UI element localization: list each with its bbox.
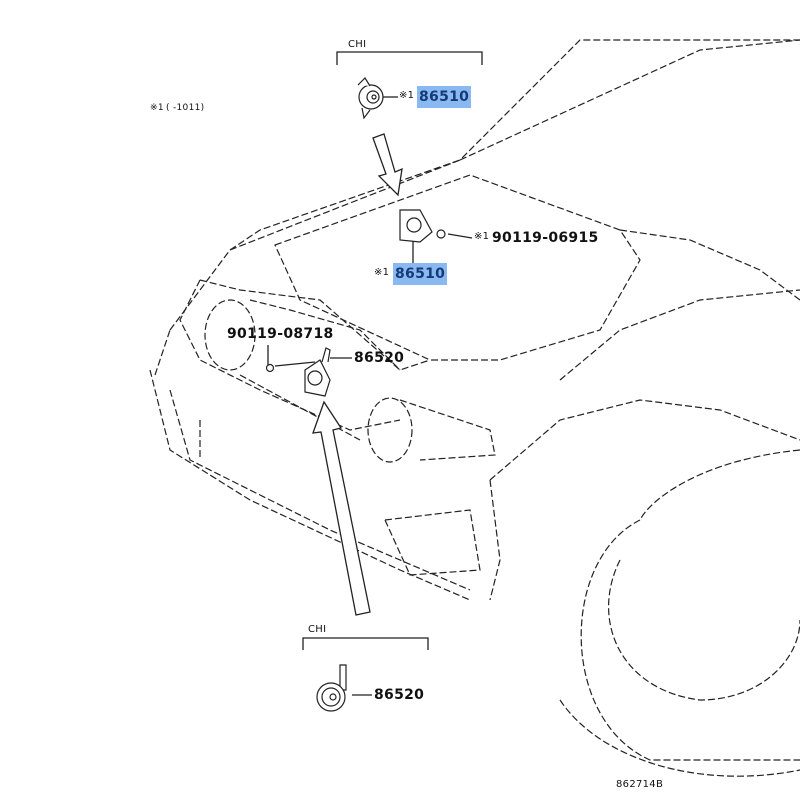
- arrow-down-icon: [372, 133, 403, 197]
- top-note-mark: ※1: [399, 90, 415, 101]
- note-text: ( -1011): [166, 103, 205, 113]
- horn-icon: [265, 347, 331, 397]
- horn-icon: [357, 77, 384, 120]
- arrow-up-icon: [312, 400, 371, 616]
- part-number-86520-bottom[interactable]: 86520: [374, 687, 425, 703]
- part-number-86510[interactable]: 86510: [393, 263, 448, 285]
- part-number-86510-top[interactable]: 86510: [417, 86, 472, 108]
- bolt-icon: [436, 229, 446, 239]
- top-group-label: CHI: [348, 39, 367, 50]
- upper-bolt-mark: ※1: [474, 231, 490, 242]
- bolt-icon: [265, 363, 275, 373]
- note-mark: ※1: [150, 103, 164, 113]
- bottom-group-label: CHI: [308, 624, 327, 635]
- part-number-90119-08718[interactable]: 90119-08718: [227, 326, 334, 342]
- horn-icon: [399, 209, 446, 243]
- upper-horn-mark: ※1: [374, 267, 390, 278]
- part-number-86520[interactable]: 86520: [354, 350, 405, 366]
- horn-icon: [316, 664, 347, 712]
- figure-id: 862714B: [616, 779, 664, 790]
- part-number-90119-06915[interactable]: 90119-06915: [492, 230, 599, 246]
